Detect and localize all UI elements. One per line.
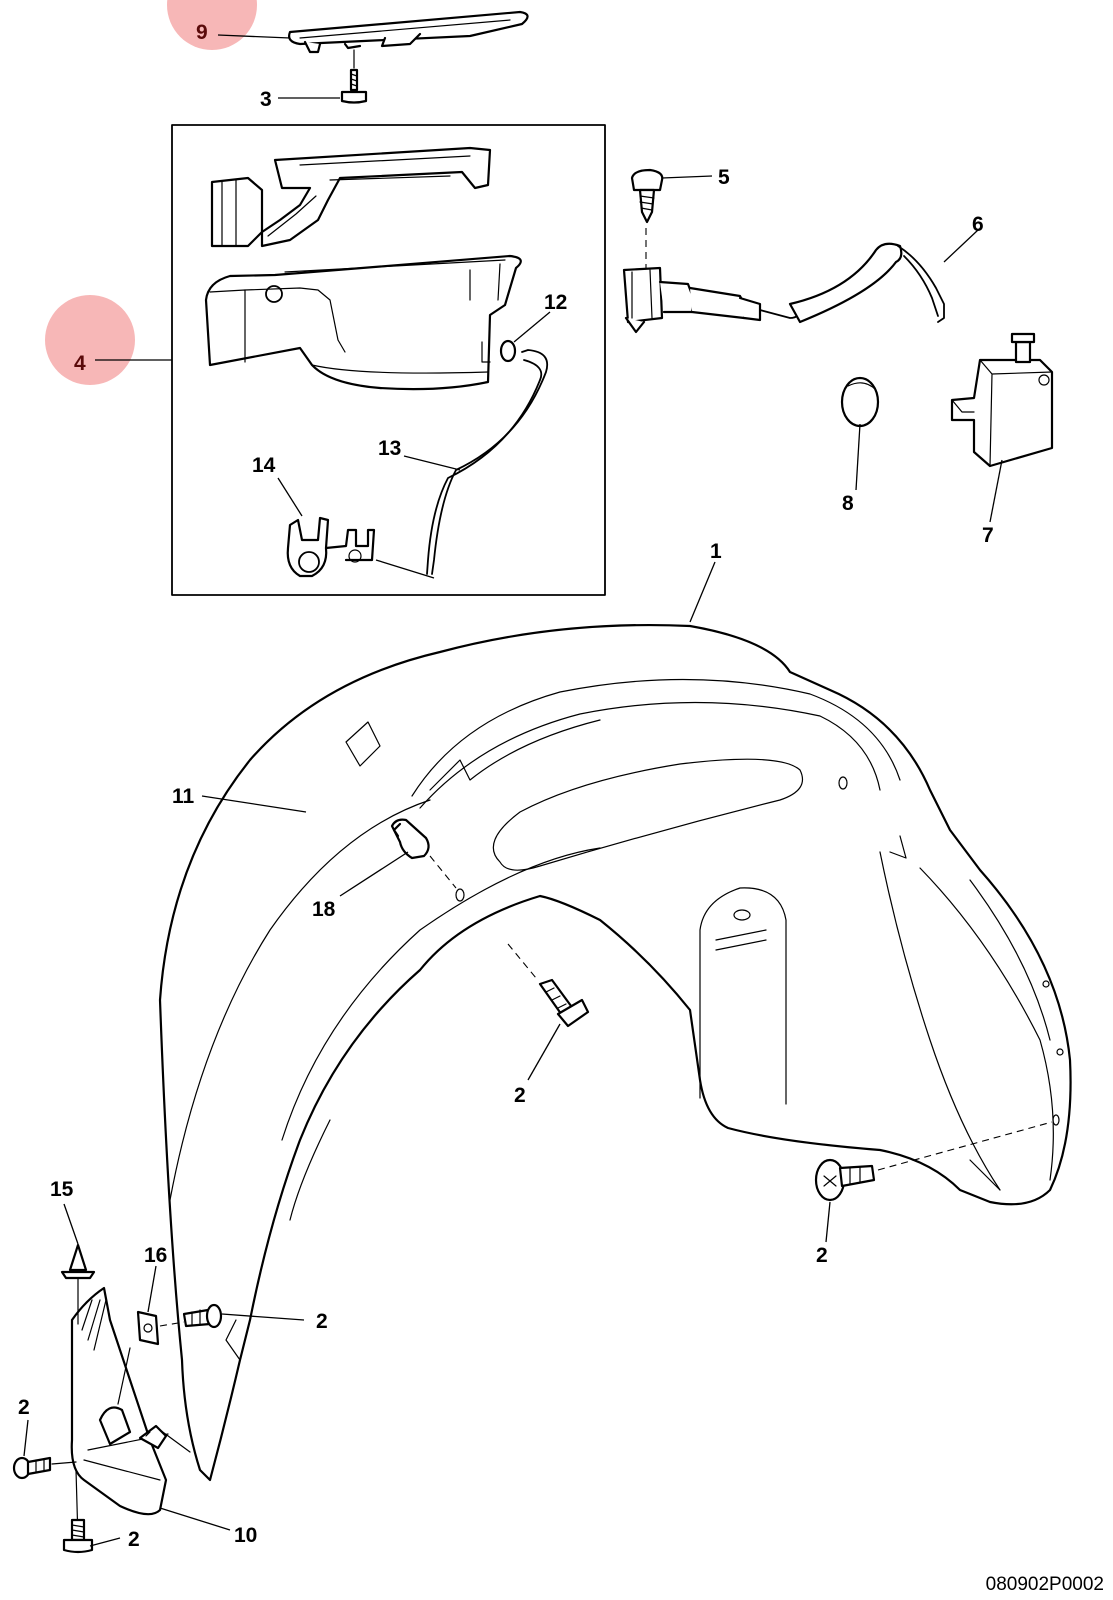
- callout-9: 9: [196, 21, 208, 44]
- callout-15: 15: [50, 1178, 74, 1201]
- part-8-plug: [840, 376, 880, 428]
- part-1-wheel-arch-liner: [158, 623, 1072, 1482]
- part-7-valve-block: [950, 332, 1054, 468]
- callout-13: 13: [378, 437, 401, 460]
- part-16-clip-nut: [136, 1310, 185, 1346]
- part-13-drain-hose: [426, 349, 549, 575]
- part-9-trim-strip: [288, 10, 529, 54]
- part-2-screw-rear: [814, 1121, 1053, 1202]
- part-18-clip: [390, 818, 457, 889]
- callout-14: 14: [252, 454, 276, 477]
- callout-18: 18: [312, 898, 336, 921]
- part-2-screw-front: [182, 1303, 223, 1329]
- callout-2-rear: 2: [816, 1244, 828, 1267]
- highlight-marker-4: [45, 295, 135, 385]
- part-2-screw-bottom: [62, 1518, 94, 1554]
- callout-1: 1: [710, 540, 722, 563]
- callout-11: 11: [172, 785, 195, 808]
- callout-4: 4: [74, 352, 86, 375]
- part-3-screw: [340, 49, 368, 104]
- callout-8: 8: [842, 492, 854, 515]
- callout-5: 5: [718, 166, 730, 189]
- part-6-sensor-harness: [622, 242, 945, 334]
- callout-12: 12: [544, 291, 567, 314]
- callout-3: 3: [260, 88, 272, 111]
- push-fastener: [138, 1424, 168, 1450]
- callout-2-middle: 2: [514, 1084, 526, 1107]
- part-10-mud-flap: [70, 1286, 191, 1541]
- callout-2-left: 2: [18, 1396, 30, 1419]
- part-12-grommet: [499, 339, 517, 363]
- callout-6: 6: [972, 213, 984, 236]
- part-2-screw-left: [12, 1456, 77, 1480]
- part-4-lower-housing: [204, 254, 522, 391]
- part-5-screw: [630, 168, 664, 268]
- callout-2-bottom: 2: [128, 1528, 140, 1551]
- callout-16: 16: [144, 1244, 167, 1267]
- part-11-liner-flange: [169, 799, 431, 1201]
- callout-7: 7: [982, 524, 994, 547]
- part-4-upper-bracket: [210, 146, 492, 248]
- document-number: 080902P0002: [986, 1574, 1104, 1595]
- part-15-push-clip: [60, 1243, 96, 1325]
- part-2-screw-middle: [507, 943, 590, 1028]
- callout-2-front: 2: [316, 1310, 328, 1333]
- callout-10: 10: [234, 1524, 257, 1547]
- callout-labels: 9 3 4 5 6 12 13 14 8 7 1 11 18 2 2 2 15 …: [18, 21, 994, 1551]
- highlight-marker-9: [167, 0, 257, 50]
- leader-lines: [23, 34, 1003, 1547]
- part-14-hose-clip: [286, 516, 376, 578]
